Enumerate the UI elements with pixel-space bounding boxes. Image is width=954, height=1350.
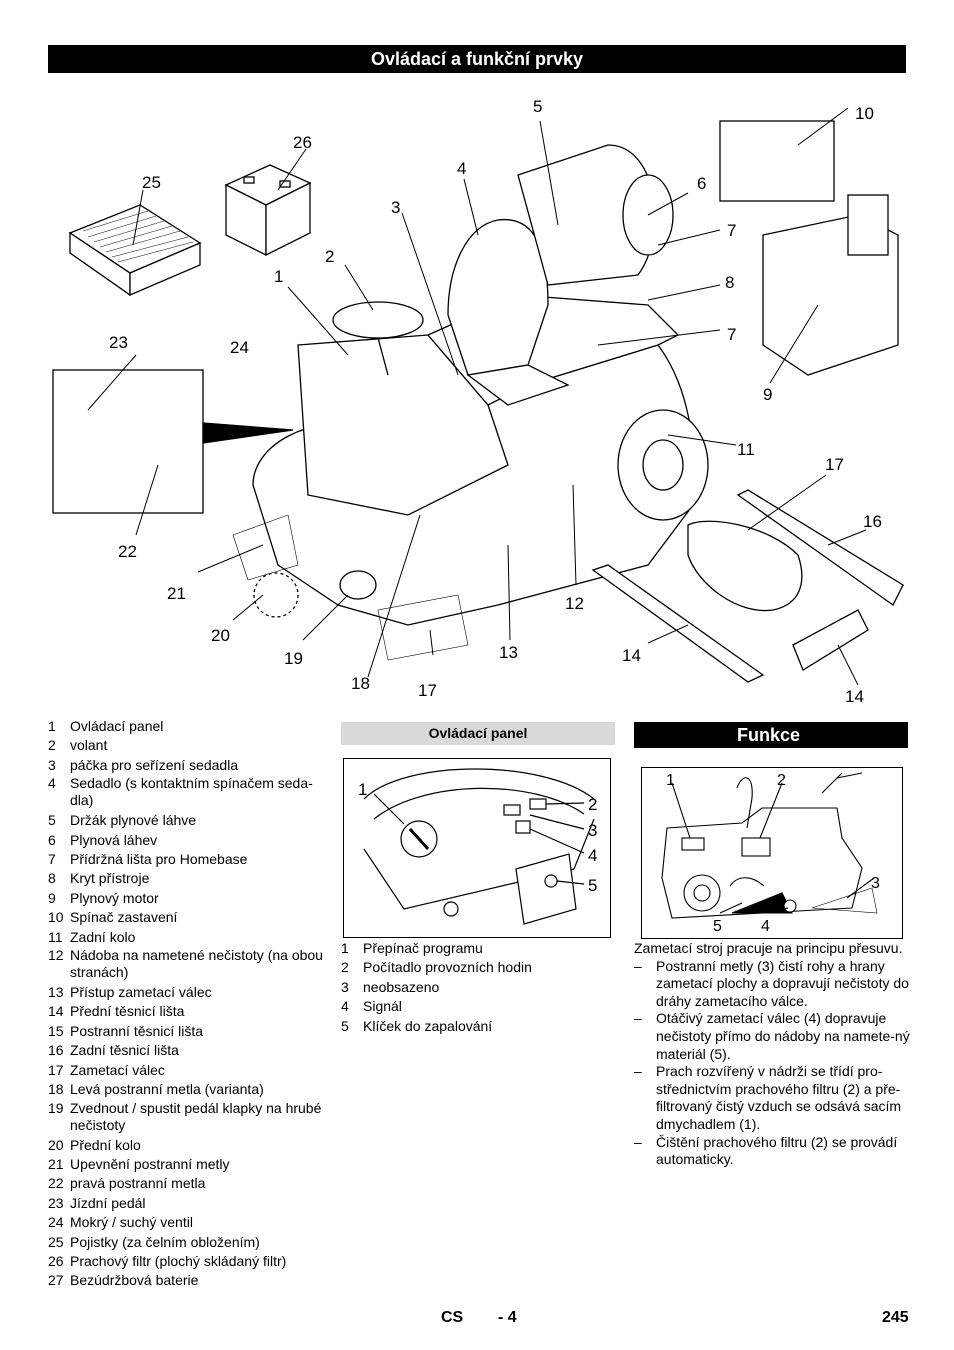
- footer-language: CS: [441, 1309, 464, 1326]
- callout-27: 26: [293, 133, 312, 152]
- callout-6: 6: [697, 174, 707, 193]
- fn-callout-1: 1: [666, 772, 675, 789]
- callout-12: 12: [565, 594, 584, 613]
- function-heading: Funkce: [634, 722, 908, 748]
- list-item: –Prach rozvířený v nádrži se třídí pro-s…: [634, 1063, 902, 1132]
- function-drawing: [661, 772, 878, 919]
- footer-page-number: 245: [882, 1309, 909, 1326]
- callout-4: 4: [457, 159, 467, 178]
- callout-16: 16: [863, 512, 882, 531]
- callout-7b: 7: [727, 325, 737, 344]
- callout-18: 17: [418, 681, 437, 700]
- callout-24: 23: [109, 333, 128, 352]
- cp-callout-5: 5: [588, 876, 598, 895]
- fn-callout-2: 2: [777, 772, 786, 789]
- list-item: –Čištění prachového filtru (2) se provád…: [634, 1133, 898, 1168]
- callout-20: 19: [284, 649, 303, 668]
- sweeper-overview-illustration: [52, 107, 904, 686]
- fn-callout-5: 5: [713, 918, 722, 935]
- callout-26: 25: [142, 173, 161, 192]
- callout-22: 21: [167, 584, 186, 603]
- callout-1: 1: [274, 267, 284, 286]
- callout-23: 22: [118, 542, 137, 561]
- callout-11: 11: [737, 440, 755, 459]
- footer-sub-page: - 4: [498, 1309, 517, 1326]
- callout-10: 10: [855, 104, 874, 123]
- control-panel-illustration: 1 2 3 4 5: [343, 758, 611, 938]
- callout-7a: 7: [727, 221, 737, 240]
- cp-callout-2: 2: [588, 795, 598, 814]
- callout-3: 3: [391, 198, 401, 217]
- callout-14: 14: [622, 646, 641, 665]
- control-panel-heading: Ovládací panel: [341, 722, 615, 745]
- function-text: Zametací stroj pracuje na principu přesu…: [634, 940, 910, 1169]
- callout-15: 14: [845, 687, 864, 706]
- callout-9: 9: [763, 385, 773, 404]
- function-intro: Zametací stroj pracuje na principu přesu…: [634, 940, 903, 956]
- list-item: –Postranní metly (3) čistí rohy a hrany …: [634, 957, 909, 1009]
- function-illustration: 1 2 3 5 4: [641, 767, 903, 939]
- cp-callout-1: 1: [358, 780, 368, 799]
- callout-8: 8: [725, 273, 735, 292]
- callout-5: 5: [533, 97, 543, 116]
- list-item: –Otáčivý zametací válec (4) dopravuje ne…: [634, 1010, 910, 1062]
- section-title: Ovládací a funkční prvky: [48, 45, 906, 73]
- callout-17: 17: [825, 455, 844, 474]
- callout-21: 20: [211, 626, 230, 645]
- fn-callout-4: 4: [761, 918, 770, 935]
- callout-2: 2: [325, 247, 335, 266]
- control-panel-drawing: [363, 768, 595, 925]
- fn-callout-3: 3: [871, 875, 880, 892]
- callout-19: 18: [351, 674, 370, 693]
- callout-13: 13: [499, 643, 518, 662]
- cp-callout-3: 3: [588, 821, 598, 840]
- cp-callout-4: 4: [588, 846, 598, 865]
- callout-25: 24: [230, 338, 249, 357]
